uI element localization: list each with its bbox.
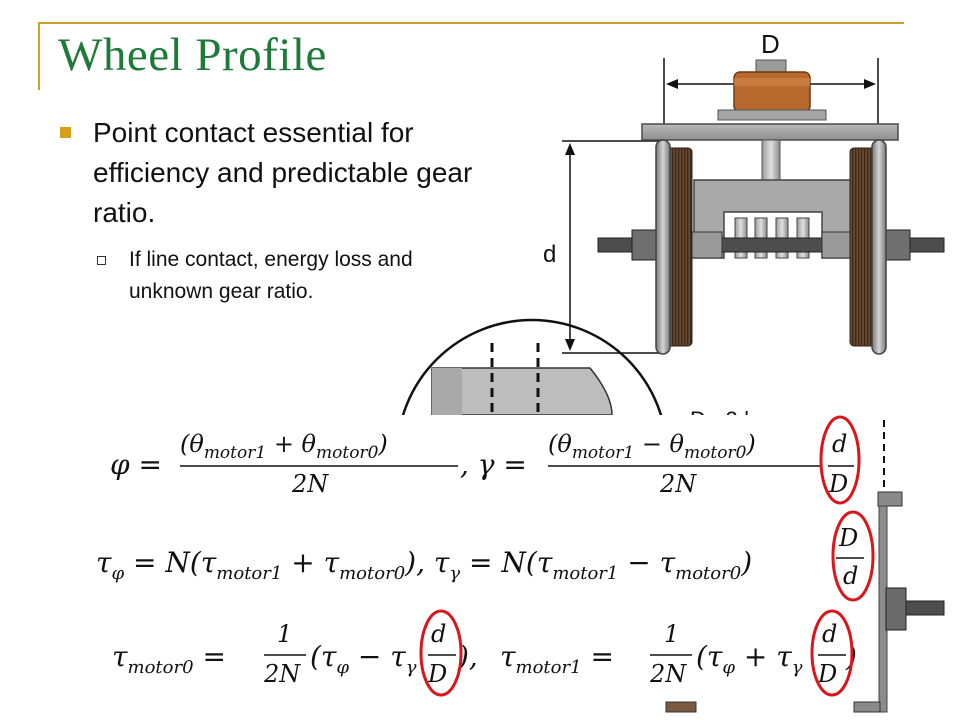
svg-text:, γ =: , γ = (460, 448, 527, 481)
svg-text:d: d (431, 620, 446, 648)
svg-text:1: 1 (277, 620, 292, 648)
svg-text:D: D (828, 470, 848, 498)
slide-title: Wheel Profile (58, 29, 327, 81)
hollow-square-bullet-icon (97, 256, 106, 265)
svg-text:d: d (843, 562, 858, 590)
square-bullet-icon (60, 127, 71, 138)
svg-text:D: D (838, 524, 858, 552)
svg-text:d: d (832, 430, 847, 458)
svg-text:φ =: φ = (110, 448, 162, 481)
wheel-assembly (597, 59, 945, 355)
svg-text:τφ = N(τmotor1 + τmotor0), τγ: τφ = N(τmotor1 + τmotor0), τγ = N(τmotor… (96, 546, 752, 584)
highlight-circle (810, 609, 854, 697)
svg-text:2N: 2N (659, 470, 697, 498)
svg-text:(τφ − τγ: (τφ − τγ (310, 640, 417, 678)
svg-text:1: 1 (664, 620, 679, 648)
side-view-fragment (665, 420, 945, 713)
bullet-main-text: Point contact essential for efficiency a… (93, 117, 473, 228)
highlight-circle (819, 415, 861, 505)
highlight-circle (831, 510, 875, 602)
highlight-circle (419, 609, 463, 697)
svg-text:D: D (427, 660, 447, 688)
svg-text:2N: 2N (649, 660, 687, 688)
svg-text:2N: 2N (291, 470, 329, 498)
svg-text:D: D (817, 660, 837, 688)
title-frame-left (38, 22, 40, 90)
diameter-d-dimension: d (543, 140, 664, 354)
label-D: D (761, 29, 780, 59)
svg-text:d: d (822, 620, 837, 648)
equation-tau-phi-gamma: τφ = N(τmotor1 + τmotor0), τγ = N(τmotor… (96, 510, 875, 602)
title-frame-top (38, 22, 904, 24)
svg-text:(τφ + τγ: (τφ + τγ (696, 640, 803, 678)
svg-text:2N: 2N (263, 660, 301, 688)
label-d: d (543, 241, 556, 268)
bullet-sub-text: If line contact, energy loss and unknown… (129, 248, 413, 303)
